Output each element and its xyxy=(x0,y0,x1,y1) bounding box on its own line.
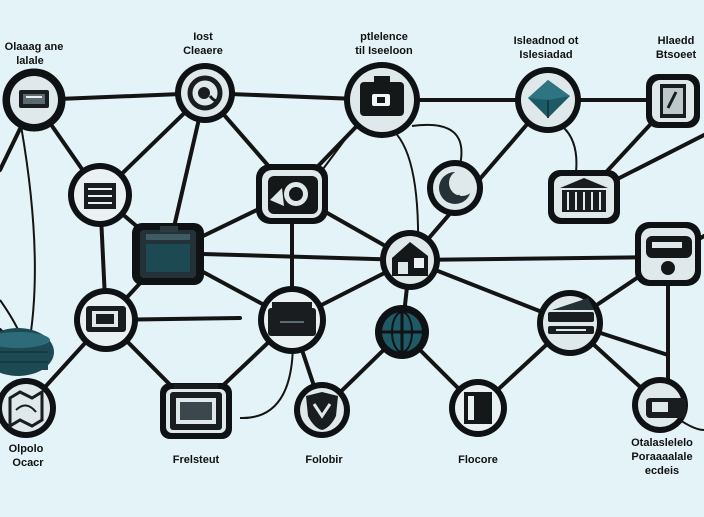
label-bottom-left-2: Ocacr xyxy=(12,457,44,469)
edge xyxy=(408,255,670,262)
stack-icon xyxy=(548,298,594,334)
node-camera[interactable] xyxy=(256,164,328,224)
node-shield[interactable] xyxy=(294,382,350,438)
box-icon xyxy=(268,302,316,336)
server-icon xyxy=(140,226,196,278)
label-top-lost-2: Cleaere xyxy=(183,45,223,57)
node-map[interactable] xyxy=(0,378,56,438)
device-icon xyxy=(646,398,686,418)
node-device[interactable] xyxy=(632,377,688,433)
edges xyxy=(0,91,704,413)
node-laptop[interactable] xyxy=(74,288,138,352)
label-top-indexnod-1: Isleadnod ot xyxy=(514,35,579,47)
node-at-sign[interactable] xyxy=(175,63,235,123)
cube-icon xyxy=(528,80,570,118)
at-sign-icon xyxy=(187,75,223,111)
node-bank[interactable] xyxy=(548,170,620,224)
shield-icon xyxy=(306,392,338,430)
node-box[interactable] xyxy=(258,286,326,354)
node-car[interactable] xyxy=(635,222,701,286)
labels: Olaaag ane lalale Iost Cleaere ptlelence… xyxy=(5,31,697,477)
node-server[interactable] xyxy=(132,223,204,285)
label-top-indexnod-2: Islesiadad xyxy=(519,49,572,61)
monitor-icon xyxy=(19,90,49,108)
document-icon xyxy=(660,84,686,118)
database-icon xyxy=(0,332,50,370)
label-top-lost-1: Iost xyxy=(193,31,213,43)
node-moon[interactable] xyxy=(427,160,483,216)
label-top-right-1: Hlaedd xyxy=(658,35,695,47)
label-bottom-frelsteut: Frelsteut xyxy=(173,454,220,466)
node-book[interactable] xyxy=(449,379,507,437)
node-cube[interactable] xyxy=(515,67,581,133)
label-bottom-right-2: Poraaaalale xyxy=(631,451,692,463)
label-bottom-left-1: Olpolo xyxy=(9,443,44,455)
label-bottom-right-3: ecdeis xyxy=(645,465,679,477)
label-bottom-flocore: Flocore xyxy=(458,454,498,466)
moon-icon xyxy=(439,170,475,204)
node-globe[interactable] xyxy=(375,305,429,359)
label-top-pricience-1: ptlelence xyxy=(360,31,408,43)
node-tv[interactable] xyxy=(160,383,232,439)
node-house[interactable] xyxy=(380,230,440,290)
edge-curve xyxy=(19,119,36,351)
label-bottom-right-1: Otalaslelelo xyxy=(631,437,693,449)
tv-icon xyxy=(170,384,222,430)
map-icon xyxy=(8,389,44,429)
node-stack[interactable] xyxy=(537,290,603,356)
laptop-icon xyxy=(86,306,126,332)
label-top-left-1: Olaaag ane xyxy=(5,41,64,53)
label-top-right-2: Btsoeet xyxy=(656,49,697,61)
node-monitor[interactable] xyxy=(2,68,66,132)
document-icon xyxy=(84,183,116,209)
car-icon xyxy=(646,236,692,275)
node-database[interactable] xyxy=(0,328,54,376)
edge xyxy=(166,251,412,262)
label-top-left-2: lalale xyxy=(16,55,44,67)
globe-icon xyxy=(382,311,422,353)
label-bottom-folobir: Folobir xyxy=(305,454,343,466)
node-document-top[interactable] xyxy=(646,74,700,128)
edge-curve xyxy=(411,123,463,166)
node-document[interactable] xyxy=(68,163,132,227)
bank-icon xyxy=(560,178,608,212)
screen-icon xyxy=(360,76,404,116)
label-top-pricience-2: til Iseeloon xyxy=(355,45,413,57)
book-icon xyxy=(464,392,492,424)
house-icon xyxy=(392,242,428,276)
node-screen[interactable] xyxy=(344,62,420,138)
camera-icon xyxy=(268,176,318,214)
